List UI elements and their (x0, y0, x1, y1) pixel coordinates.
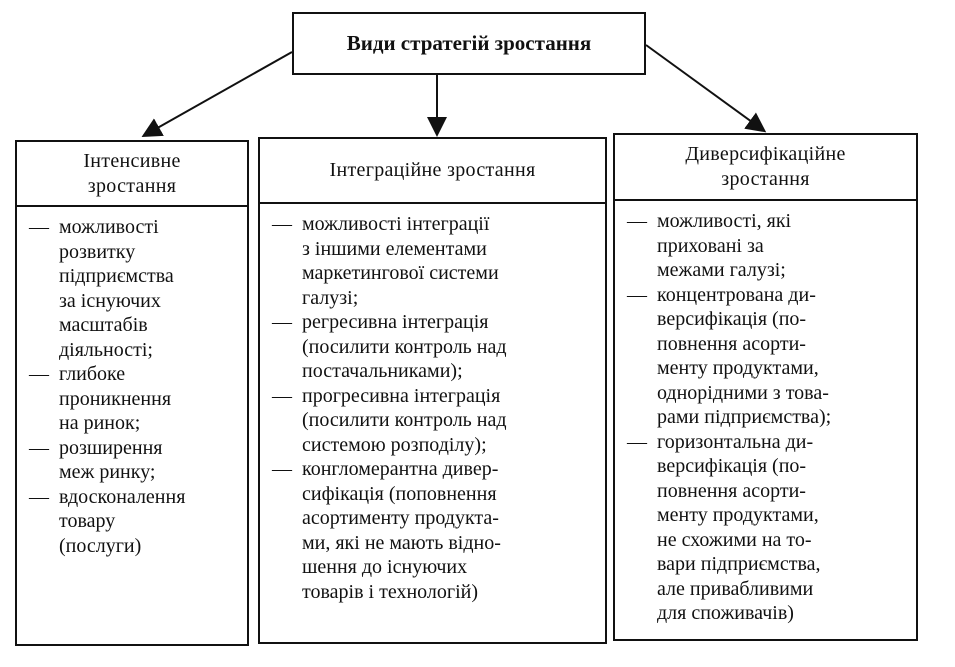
root-node-growth-strategy-types: Види стратегій зростання (292, 12, 646, 75)
dash-bullet: — (29, 436, 49, 459)
list-item-line: повнення асорти- (657, 479, 806, 502)
list-item-line: регресивна інтеграція (302, 311, 489, 333)
list-item-line: меж ринку; (59, 461, 156, 483)
column-header-line: зростання (87, 174, 177, 197)
list-item-line: підприємства (59, 265, 174, 287)
list-item-line: товарів і технологій) (302, 580, 478, 603)
list-item: — прогресивна інтеграція(посилити контрол… (272, 384, 599, 458)
list-item-line: концентрована ди- (657, 283, 816, 306)
list-item-line: можливості, які (657, 210, 792, 232)
list-item-line: можливості (59, 216, 159, 238)
column-diversification-growth: Диверсифікаційне зростання — можливості, я… (613, 133, 918, 641)
list-item-line: товару (59, 510, 116, 532)
dash-bullet: — (272, 458, 292, 480)
list-item-line: на ринок; (59, 412, 141, 434)
dash-bullet: — (627, 430, 647, 453)
column-header: Диверсифікаційне зростання (615, 135, 916, 201)
list-item-line: розширення (59, 436, 163, 459)
list-item-line: асортименту продукта- (302, 507, 499, 529)
list-item: — концентрована ди-версифікація (по-повне… (627, 283, 910, 430)
list-item-line: можливості інтеграції (302, 213, 490, 235)
list-item-line: конгломерантна дивер- (302, 458, 499, 480)
list-item-line: вари підприємства, (657, 553, 821, 575)
list-item-line: ми, які не мають відно- (302, 531, 501, 554)
list-item: — горизонтальна ди-версифікація (по-повне… (627, 430, 910, 626)
list-item-line: менту продуктами, (657, 357, 819, 379)
list-item-line: галузі; (302, 286, 359, 309)
list-item-line: (послуги) (59, 534, 142, 557)
list-item-line: прогресивна інтеграція (302, 384, 501, 407)
column-header-line: Диверсифікаційне (685, 143, 846, 165)
list-item: — регресивна інтеграція(посилити контроль… (272, 310, 599, 384)
list-item-line: повнення асорти- (657, 332, 806, 355)
list-item-line: з іншими елементами (302, 237, 487, 260)
root-title: Види стратегій зростання (346, 31, 592, 55)
list-item-line: для споживачів) (657, 602, 794, 624)
list-item-line: але привабливими (657, 577, 814, 600)
list-item-line: приховані за (657, 234, 764, 257)
list-item-line: шення до існуючих (302, 556, 468, 578)
list-item-line: за існуючих (59, 289, 161, 312)
arrow-to-intensive (141, 51, 293, 137)
list-item-line: проникнення (59, 387, 172, 410)
list-item-line: межами галузі; (657, 259, 786, 281)
list-item-line: однорідними з това- (657, 381, 829, 404)
dash-bullet: — (627, 283, 647, 306)
list-item-line: постачальниками); (302, 360, 463, 382)
list-item-line: рами підприємства); (657, 406, 832, 428)
list-item-line: не схожими на то- (657, 528, 812, 551)
column-integration-growth: Інтеграційне зростання — можливості інтег… (258, 137, 607, 644)
column-header-line: Інтеграційне зростання (329, 159, 536, 181)
list-item-line: менту продуктами, (657, 504, 819, 526)
list-item-line: маркетингової системи (302, 262, 499, 284)
dash-bullet: — (272, 213, 292, 235)
dash-bullet: — (29, 363, 49, 385)
list-item-line: (посилити контроль над (302, 335, 507, 358)
list-item-line: системою розподілу); (302, 433, 487, 456)
column-header-line: зростання (721, 168, 810, 190)
list-item-line: сифікація (поповнення (302, 482, 497, 505)
dash-bullet: — (272, 384, 292, 407)
arrow-to-diversification (645, 44, 767, 133)
list-item: — конгломерантна дивер-сифікація (поповне… (272, 457, 599, 604)
dash-bullet: — (29, 485, 49, 508)
column-header: Інтеграційне зростання (260, 139, 605, 204)
list-item-line: діяльності; (59, 338, 153, 361)
column-header-line: Інтенсивне (83, 149, 181, 172)
list-item-line: глибоке (59, 363, 126, 385)
list-item-line: версифікація (по- (657, 455, 807, 477)
list-item-line: вдосконалення (59, 485, 186, 508)
list-item-line: масштабів (59, 314, 148, 336)
list-item-line: розвитку (59, 240, 136, 263)
list-item-line: версифікація (по- (657, 308, 807, 330)
list-item-line: горизонтальна ди- (657, 430, 814, 453)
dash-bullet: — (627, 210, 647, 232)
dash-bullet: — (272, 311, 292, 333)
dash-bullet: — (29, 216, 49, 238)
list-item-line: (посилити контроль над (302, 409, 507, 431)
